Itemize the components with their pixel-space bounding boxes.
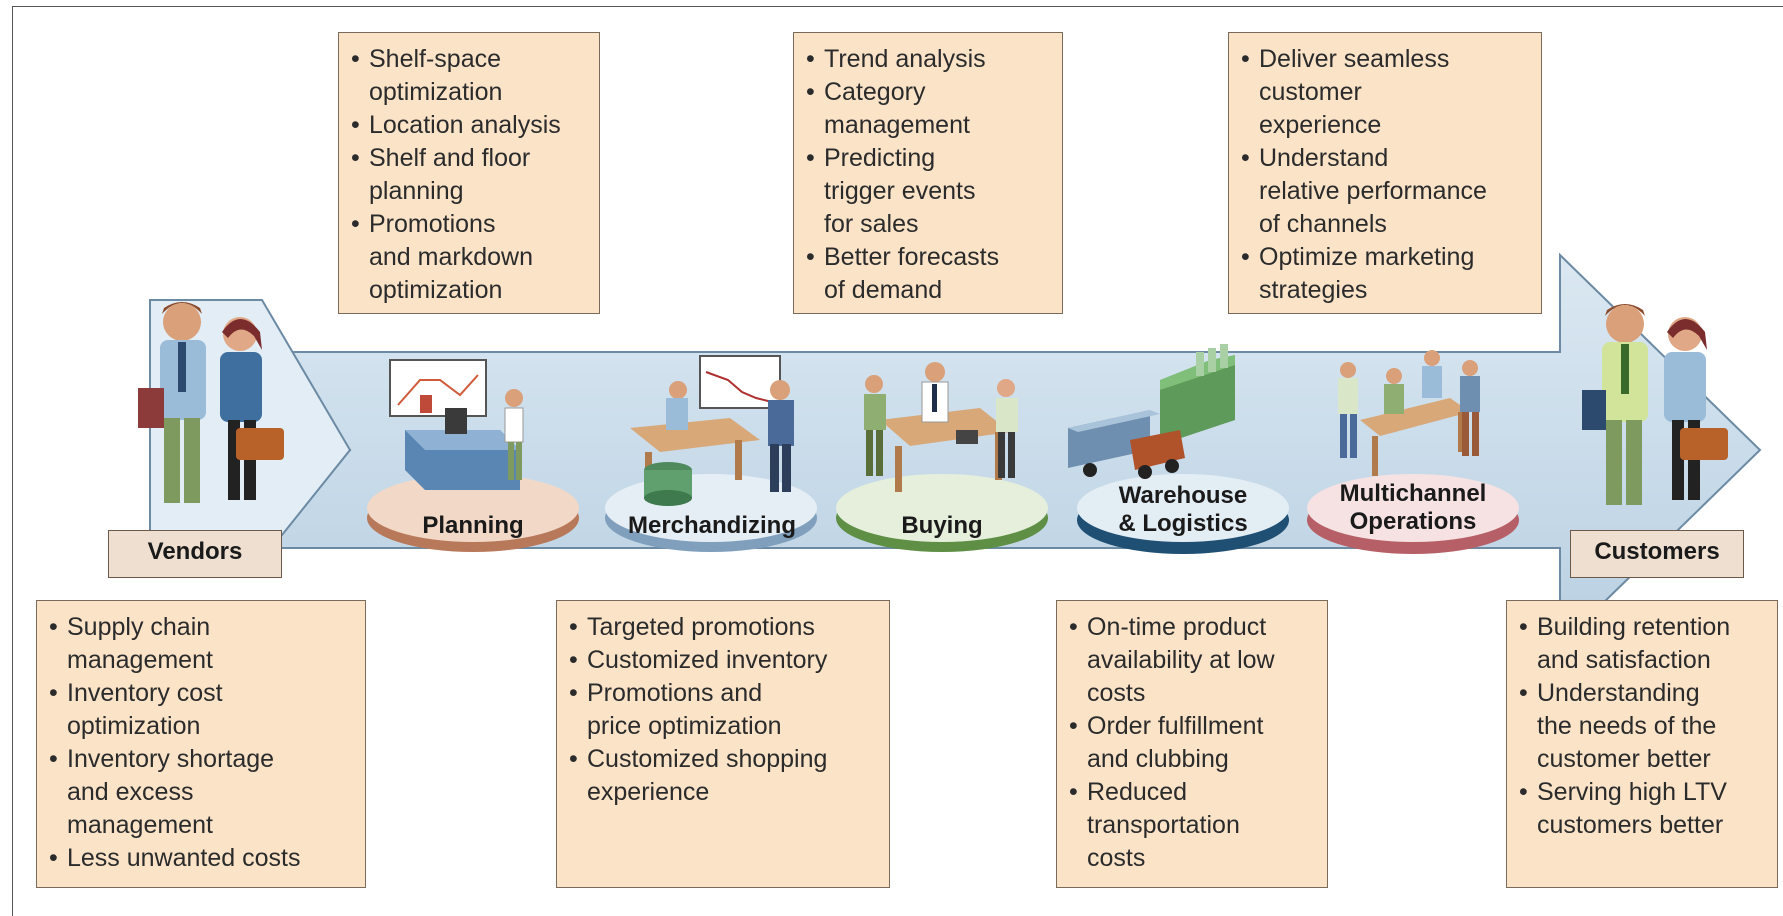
planning-item: optimization (369, 276, 503, 304)
logistics-benefits-box: On-time product availability at low cost… (1056, 600, 1328, 888)
multichannel-item: strategies (1259, 276, 1368, 304)
vendors-item: Less unwanted costs (47, 842, 355, 875)
vendors-people-icon (138, 302, 284, 503)
logistics-item: transportation (1087, 811, 1240, 839)
multichannel-item: customer (1259, 78, 1362, 106)
vendors-benefits-box: Supply chain management Inventory cost o… (36, 600, 366, 888)
buying-item: Better forecasts (804, 241, 1052, 274)
warehouse-label-line1: Warehouse (1118, 482, 1248, 509)
merchandizing-item: experience (587, 778, 710, 806)
multichannel-label: Multichannel Operations (1310, 480, 1516, 536)
merchandizing-label: Merchandizing (627, 512, 796, 539)
multichannel-label-line2: Operations (1349, 508, 1477, 535)
customers-label: Customers (1570, 530, 1744, 578)
warehouse-label: Warehouse & Logistics (1083, 482, 1283, 538)
vendors-item: management (67, 646, 213, 674)
logistics-item: costs (1087, 679, 1146, 707)
vendors-item: Inventory shortage (47, 743, 355, 776)
warehouse-truck-icon (1068, 344, 1235, 479)
vendors-item: optimization (67, 712, 201, 740)
customers-item: the needs of the (1537, 712, 1717, 740)
customers-item: and satisfaction (1537, 646, 1711, 674)
planning-item: and markdown (369, 243, 533, 271)
merchandizing-item: Customized inventory (567, 644, 879, 677)
planning-item: Shelf and floor (349, 142, 589, 175)
logistics-item: costs (1087, 844, 1146, 872)
buying-disc (836, 474, 1048, 552)
merchandizing-benefits-box: Targeted promotions Customized inventory… (556, 600, 890, 888)
planning-item: Shelf-space (349, 43, 589, 76)
multichannel-item: Understand (1239, 142, 1531, 175)
customers-people-icon (1582, 304, 1728, 505)
vendors-label: Vendors (108, 530, 282, 578)
merchandizing-item: Targeted promotions (567, 611, 879, 644)
customers-item: customers better (1537, 811, 1724, 839)
customers-benefits-box: Building retention and satisfaction Unde… (1506, 600, 1778, 888)
warehouse-disc (1077, 474, 1289, 554)
multichannel-disc (1307, 474, 1519, 554)
planning-disc (367, 474, 579, 552)
buying-item: trigger events (824, 177, 976, 205)
planning-item: planning (369, 177, 464, 205)
buying-item: Category (804, 76, 1052, 109)
multichannel-item: Optimize marketing (1239, 241, 1531, 274)
multichannel-item: relative performance (1259, 177, 1487, 205)
buying-item: Predicting (804, 142, 1052, 175)
multichannel-item: Deliver seamless (1239, 43, 1531, 76)
multichannel-benefits-box: Deliver seamless customer experience Und… (1228, 32, 1542, 314)
merchandizing-item: Customized shopping (567, 743, 879, 776)
buying-label: Buying (901, 512, 983, 539)
planning-item: Promotions (349, 208, 589, 241)
buying-item: management (824, 111, 970, 139)
vendors-item: and excess (67, 778, 194, 806)
logistics-item: and clubbing (1087, 745, 1229, 773)
customers-item: Understanding (1517, 677, 1767, 710)
logistics-item: Order fulfillment (1067, 710, 1317, 743)
multichannel-item: of channels (1259, 210, 1387, 238)
buying-benefits-box: Trend analysis Category management Predi… (793, 32, 1063, 314)
figure-frame (12, 6, 1783, 916)
vendors-item: management (67, 811, 213, 839)
merchandizing-scene-icon (630, 355, 794, 506)
logistics-item: Reduced (1067, 776, 1317, 809)
logistics-item: On-time product (1067, 611, 1317, 644)
buying-item: of demand (824, 276, 943, 304)
multichannel-scene-icon (1338, 350, 1480, 476)
merchandizing-item: Promotions and (567, 677, 879, 710)
merchandizing-item: price optimization (587, 712, 782, 740)
planning-item: Location analysis (349, 109, 589, 142)
customers-item: customer better (1537, 745, 1711, 773)
buying-item: for sales (824, 210, 919, 238)
vendors-item: Inventory cost (47, 677, 355, 710)
buying-scene-icon (864, 362, 1018, 492)
multichannel-item: experience (1259, 111, 1382, 139)
planning-item: optimization (369, 78, 503, 106)
customers-item: Building retention (1517, 611, 1767, 644)
multichannel-label-line1: Multichannel (1339, 480, 1487, 507)
warehouse-label-line2: & Logistics (1118, 510, 1248, 537)
planning-label: Planning (422, 512, 524, 539)
planning-benefits-box: Shelf-space optimization Location analys… (338, 32, 600, 314)
vendors-item: Supply chain (47, 611, 355, 644)
logistics-item: availability at low (1087, 646, 1275, 674)
buying-item: Trend analysis (804, 43, 1052, 76)
customers-item: Serving high LTV (1517, 776, 1767, 809)
planning-scene-icon (389, 359, 524, 490)
